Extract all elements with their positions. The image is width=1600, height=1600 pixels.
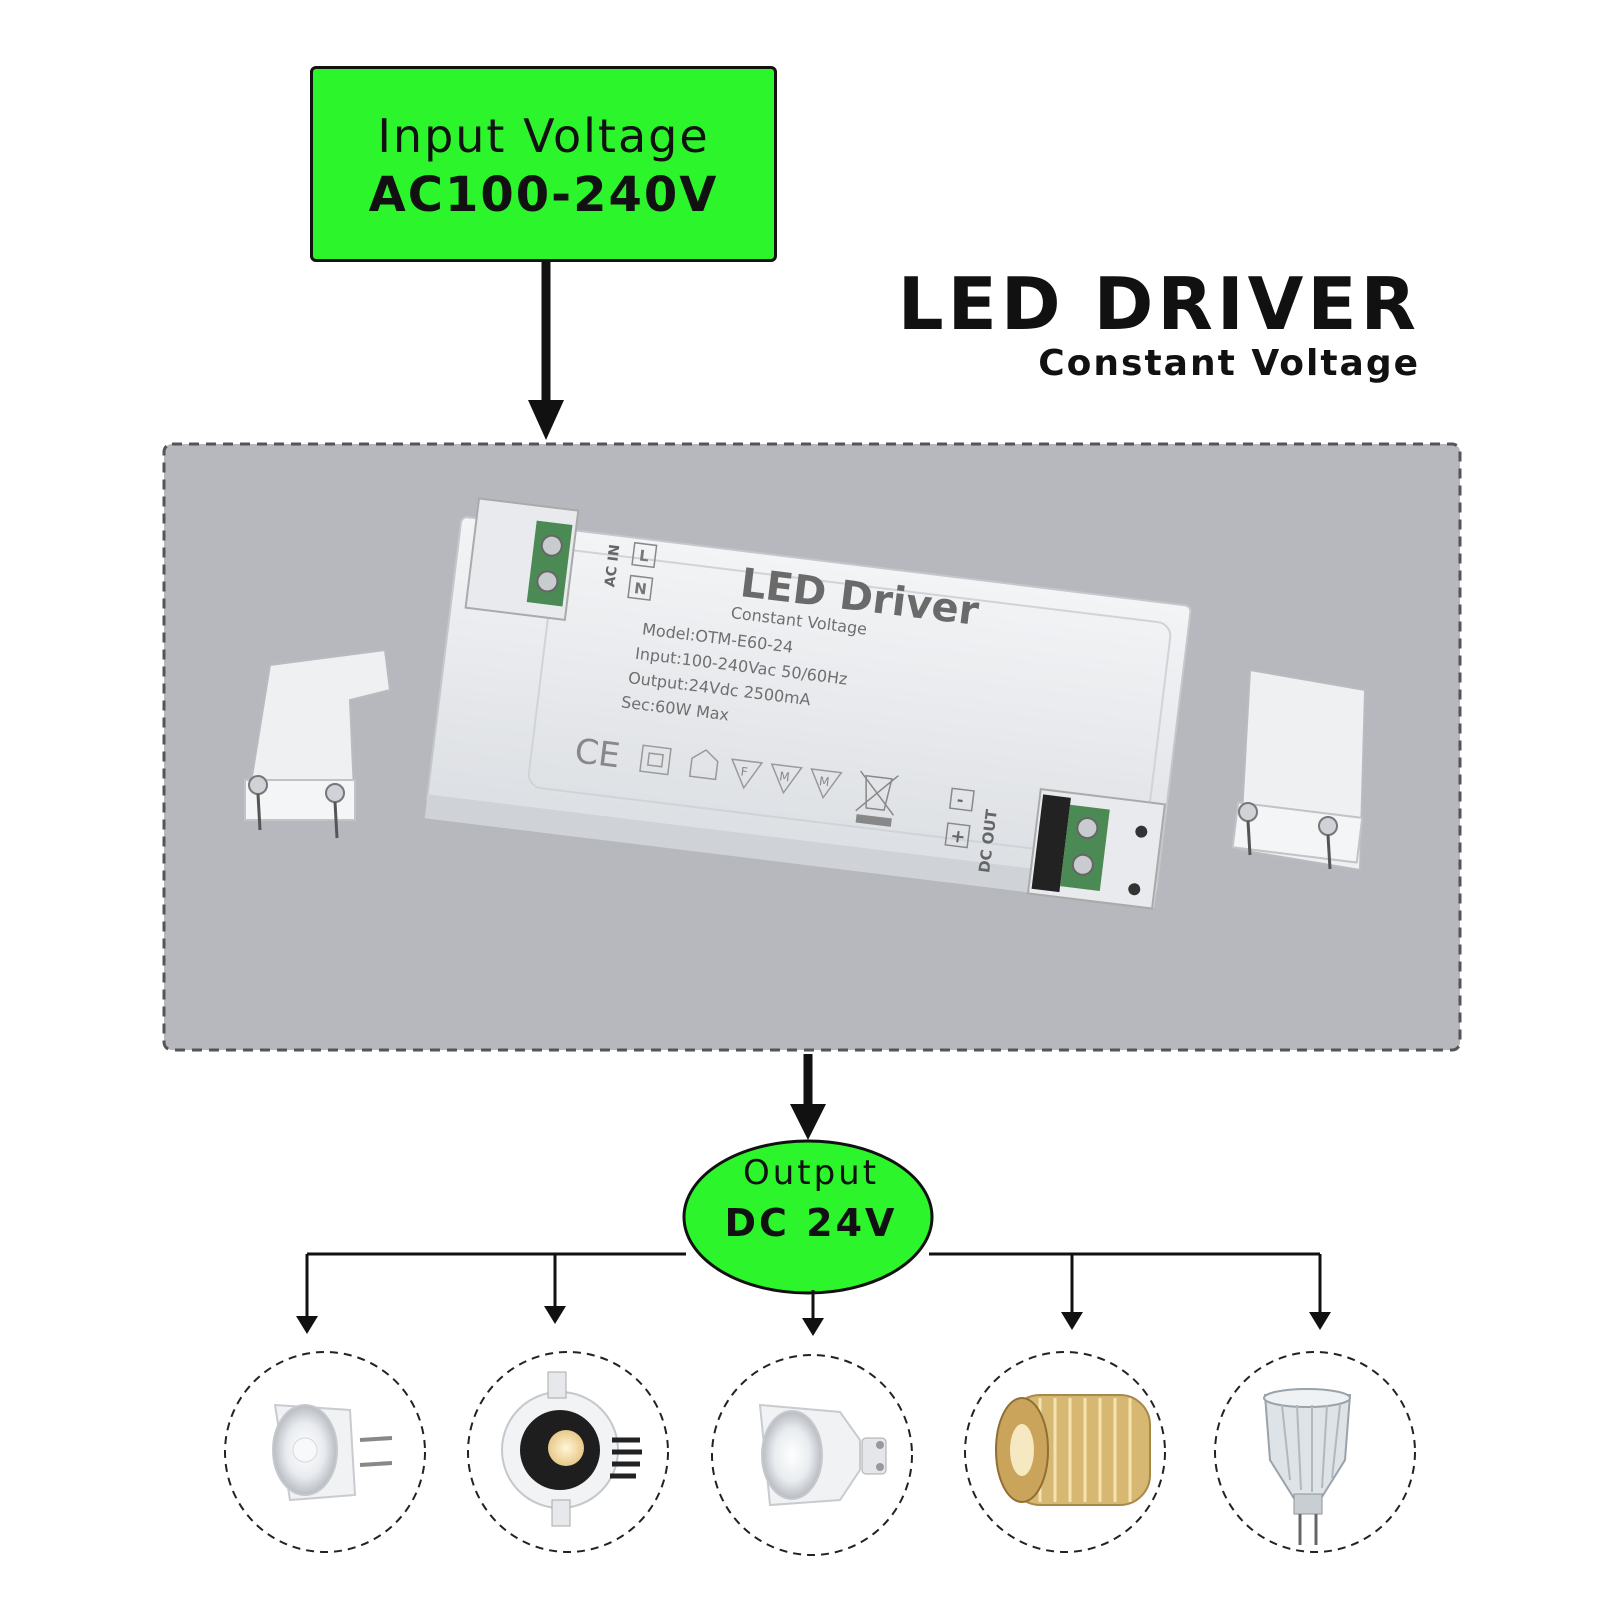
load-recessed-downlight — [467, 1351, 669, 1553]
ac-input-terminal — [464, 497, 580, 621]
m-mark-icon-1 — [770, 763, 803, 795]
distribution-arrowheads — [296, 1306, 1331, 1336]
input-voltage-value: AC100-240V — [368, 167, 719, 223]
output-arrow — [790, 1054, 826, 1140]
dc-output-terminal — [1026, 787, 1166, 910]
load-gu10-bulb — [711, 1354, 913, 1556]
ac-in-label: AC IN — [602, 544, 623, 589]
ce-mark: CE — [573, 731, 623, 776]
f-mark-icon — [730, 758, 764, 790]
led-driver-device: AC IN L N DC OUT - + LED Driver Constant… — [424, 497, 1192, 910]
input-voltage-box: Input Voltage AC100-240V — [310, 66, 777, 262]
m-mark-label-1: M — [779, 769, 791, 784]
f-mark-label: F — [740, 764, 749, 779]
terminal-cover-left — [243, 648, 392, 839]
m-mark-label-2: M — [818, 774, 830, 789]
output-voltage-text: Output DC 24V — [686, 1156, 936, 1242]
m-mark-icon-2 — [810, 768, 843, 800]
load-mr16-bulb — [224, 1351, 426, 1553]
double-insulation-icon — [639, 744, 672, 776]
terminal-cover-right — [1231, 668, 1367, 872]
indoor-use-icon — [688, 749, 719, 781]
load-led-strip-reel — [964, 1351, 1166, 1553]
output-label: Output — [742, 1153, 880, 1193]
terminal-minus-label: - — [956, 790, 965, 810]
terminal-n-label: N — [633, 579, 648, 598]
page-title: LED DRIVER — [897, 262, 1420, 346]
input-arrow — [528, 262, 564, 440]
output-oval — [682, 1139, 934, 1295]
input-voltage-label: Input Voltage — [377, 109, 710, 163]
terminal-plus-label: + — [949, 826, 967, 849]
distribution-lines — [305, 1252, 1322, 1320]
weee-bin-icon — [855, 770, 899, 827]
output-value: DC 24V — [724, 1201, 898, 1245]
terminal-l-label: L — [638, 546, 650, 565]
load-mr11-glass-bulb — [1214, 1351, 1416, 1553]
page-subtitle: Constant Voltage — [1038, 343, 1420, 384]
